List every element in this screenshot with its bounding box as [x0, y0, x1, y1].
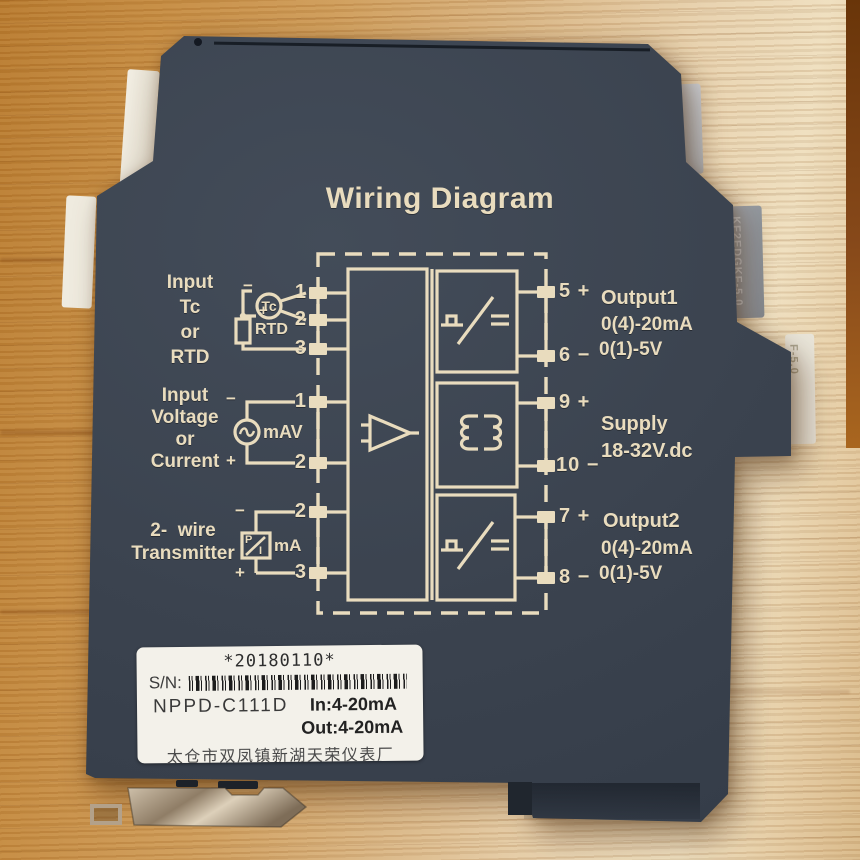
terminal-number: 3 — [294, 561, 306, 583]
tc-plus-sign: + — [259, 302, 268, 319]
housing-vent-hole — [194, 38, 202, 46]
terminal-number: 5 + — [559, 280, 591, 302]
amplifier-block — [346, 267, 434, 602]
model-number: NPPD-C111D — [152, 694, 289, 718]
rtd-symbol-text: RTD — [255, 321, 288, 338]
manufacturer-name: 太仓市双凤镇新湖天荣仪表厂 — [166, 746, 395, 764]
pi-p-letter: P — [245, 534, 253, 546]
terminal-number: 6 − — [559, 344, 591, 366]
terminal-number: 8 − — [559, 566, 591, 588]
input-voltage-current-label-line: Current — [150, 451, 220, 472]
serial-barcode — [188, 673, 407, 691]
output2-label: Output2 — [603, 510, 680, 532]
diagram-title: Wiring Diagram — [325, 182, 555, 215]
output2-range-ma: 0(4)-20mA — [601, 538, 693, 559]
chopper-isolation-icon — [441, 521, 509, 570]
input-voltage-current-label-line: Voltage — [151, 407, 219, 428]
transmitter-ma-text: mA — [274, 536, 302, 555]
input-tc-rtd-label-line: Tc — [179, 297, 201, 318]
bottom-slot — [176, 780, 198, 787]
input-tc-rtd-label-line: or — [180, 322, 200, 343]
pi-i-letter: I — [259, 545, 263, 557]
pi-minus-sign: − — [235, 501, 245, 520]
terminal-number: 2 — [294, 500, 306, 522]
output1-range-v: 0(1)-5V — [599, 339, 663, 360]
input-voltage-current-label-line: Input — [161, 385, 209, 406]
terminal-number: 2 — [294, 451, 306, 473]
terminal-number: 2 — [294, 308, 306, 330]
mav-source-symbol — [233, 400, 295, 465]
output2-range-v: 0(1)-5V — [599, 563, 663, 584]
bottom-notch — [508, 782, 532, 815]
transformer-icon — [459, 414, 503, 451]
input-voltage-current-label-line: or — [175, 429, 195, 450]
wood-grain-streak — [0, 610, 150, 614]
thermocouple-rtd-symbol — [234, 289, 307, 351]
output1-label: Output1 — [601, 287, 678, 309]
wood-plank-edge — [846, 0, 860, 448]
bottom-slot — [218, 781, 258, 789]
amplifier-icon — [368, 413, 415, 453]
input-tc-rtd-label-line: Input — [166, 272, 214, 293]
input-range: In:4-20mA — [309, 693, 398, 715]
transmitter-label-line: Transmitter — [131, 543, 235, 564]
output1-isolation-block — [435, 269, 519, 374]
product-label-sticker: *20180110* S/N: NPPD-C111D In:4-20mA Out… — [136, 644, 424, 764]
mav-symbol-text: mAV — [263, 422, 303, 442]
terminal-number: 7 + — [559, 505, 591, 527]
din-rail-clip — [90, 787, 308, 828]
terminal-number: 1 — [294, 281, 306, 303]
supply-transformer-block — [435, 381, 519, 489]
left-terminal-lines — [316, 291, 348, 575]
two-wire-transmitter-symbol — [240, 510, 295, 575]
right-terminal-lines — [515, 290, 548, 580]
pi-plus-sign: + — [235, 563, 245, 582]
rtd-resistor-icon — [234, 317, 252, 345]
tc-minus-sign: − — [243, 276, 253, 295]
output-range: Out:4-20mA — [301, 716, 404, 738]
terminal-number: 3 — [294, 337, 306, 359]
mav-plus-sign: + — [226, 451, 236, 470]
bottom-foot-recess — [524, 783, 700, 819]
terminal-pads — [309, 286, 555, 584]
chopper-isolation-icon — [441, 296, 509, 345]
output2-isolation-block — [435, 493, 517, 602]
output1-range-ma: 0(4)-20mA — [601, 314, 693, 335]
mav-minus-sign: − — [226, 389, 236, 408]
din-clip-slider — [127, 787, 308, 828]
terminal-number: 1 — [294, 390, 306, 412]
thermocouple-icon — [255, 292, 283, 320]
terminal-number: 9 + — [559, 391, 591, 413]
supply-voltage: 18-32V.dc — [601, 440, 693, 462]
serial-number-label: S/N: — [148, 673, 182, 693]
input-tc-rtd-label-line: RTD — [170, 347, 210, 368]
supply-label: Supply — [601, 413, 668, 435]
transmitter-label-line: 2- wire — [150, 520, 216, 541]
thermocouple-symbol-text: Tc — [261, 298, 277, 314]
terminal-number: 10 − — [556, 454, 600, 476]
din-clip-tab — [90, 804, 122, 825]
wood-grain-streak — [0, 430, 180, 435]
